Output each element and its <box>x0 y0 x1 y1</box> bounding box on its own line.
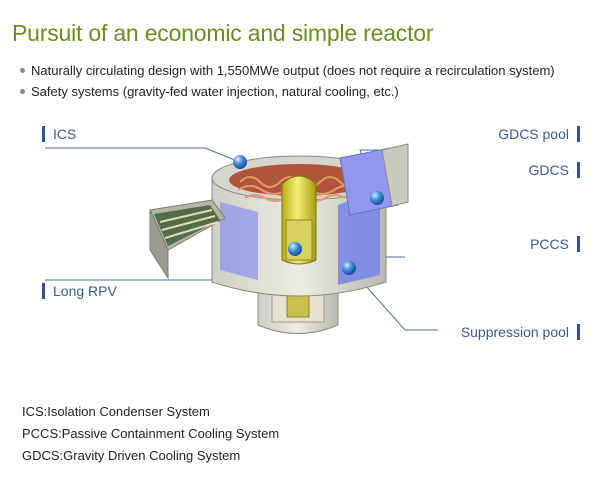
ics-label: ICS <box>42 126 76 142</box>
pccs-marker <box>342 261 356 275</box>
legend-item-ics: ICS:Isolation Condenser System <box>22 404 210 419</box>
feature-list: Naturally circulating design with 1,550M… <box>20 60 555 102</box>
gdcs-label: GDCS <box>529 162 580 178</box>
rpv-marker <box>288 242 302 256</box>
reactor-diagram: ICS Long RPV GDCS pool GDCS PCCS Suppres… <box>0 110 610 360</box>
feature-text: Naturally circulating design with 1,550M… <box>31 63 555 78</box>
feature-item: Naturally circulating design with 1,550M… <box>20 60 555 81</box>
feature-text: Safety systems (gravity-fed water inject… <box>31 84 399 99</box>
bullet-icon <box>20 68 25 74</box>
feature-item: Safety systems (gravity-fed water inject… <box>20 81 555 102</box>
bullet-icon <box>20 89 25 95</box>
legend-item-gdcs: GDCS:Gravity Driven Cooling System <box>22 448 241 463</box>
abbreviation-legend: ICS:Isolation Condenser System PCCS:Pass… <box>22 401 279 467</box>
legend-item-pccs: PCCS:Passive Containment Cooling System <box>22 426 280 441</box>
reactor-cutaway-illustration <box>45 143 438 334</box>
ics-marker <box>233 155 247 169</box>
gdcs-marker <box>370 191 384 205</box>
long-rpv-label: Long RPV <box>42 283 117 299</box>
gdcs-pool-label: GDCS pool <box>498 126 580 142</box>
pccs-label: PCCS <box>530 236 580 252</box>
page-title: Pursuit of an economic and simple reacto… <box>12 20 434 46</box>
suppression-pool-label: Suppression pool <box>461 324 580 340</box>
